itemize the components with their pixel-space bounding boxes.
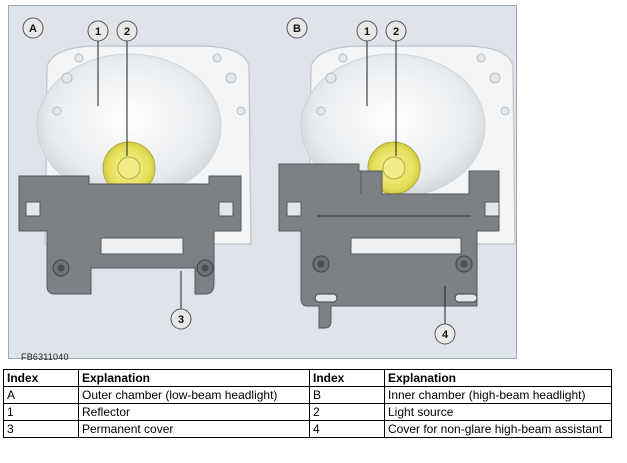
table-cell: 4 bbox=[309, 420, 385, 438]
headlight-illustration: A 1 2 3 bbox=[18, 17, 516, 345]
table-cell: Light source bbox=[384, 403, 612, 421]
panel-a: A 1 2 3 bbox=[18, 17, 252, 330]
table-cell: Permanent cover bbox=[78, 420, 310, 438]
table-cell: B bbox=[309, 386, 385, 404]
table-row: 3 Permanent cover 4 Cover for non-glare … bbox=[3, 420, 612, 438]
callout-3: 3 bbox=[170, 308, 192, 330]
svg-text:2: 2 bbox=[124, 26, 130, 38]
panel-b: B 1 2 4 bbox=[278, 17, 516, 345]
header-explanation-2: Explanation bbox=[384, 369, 612, 387]
table-cell: 2 bbox=[309, 403, 385, 421]
svg-text:2: 2 bbox=[393, 26, 399, 38]
permanent-cover bbox=[18, 175, 242, 295]
table-cell: 1 bbox=[3, 403, 79, 421]
table-cell: 3 bbox=[3, 420, 79, 438]
svg-text:B: B bbox=[293, 23, 301, 35]
callout-4: 4 bbox=[434, 323, 456, 345]
svg-text:4: 4 bbox=[442, 329, 449, 341]
svg-text:3: 3 bbox=[178, 314, 184, 326]
svg-text:1: 1 bbox=[364, 26, 370, 38]
panel-label-a: A bbox=[22, 17, 44, 39]
table-header-row: Index Explanation Index Explanation bbox=[3, 369, 612, 387]
svg-text:1: 1 bbox=[95, 26, 101, 38]
header-explanation-1: Explanation bbox=[78, 369, 310, 387]
figure-code: FB6311040 bbox=[21, 352, 69, 362]
callout-2-a: 2 bbox=[116, 20, 138, 42]
header-index-1: Index bbox=[3, 369, 79, 387]
table-cell: Outer chamber (low-beam headlight) bbox=[78, 386, 310, 404]
table-cell: Reflector bbox=[78, 403, 310, 421]
callout-1-b: 1 bbox=[356, 20, 378, 42]
table-cell: Inner chamber (high-beam headlight) bbox=[384, 386, 612, 404]
svg-text:A: A bbox=[29, 23, 37, 35]
callout-2-b: 2 bbox=[385, 20, 407, 42]
panel-label-b: B bbox=[286, 17, 308, 39]
callout-1-a: 1 bbox=[87, 20, 109, 42]
header-index-2: Index bbox=[309, 369, 385, 387]
legend-table: Index Explanation Index Explanation A Ou… bbox=[3, 369, 612, 438]
table-cell: A bbox=[3, 386, 79, 404]
table-cell: Cover for non-glare high-beam assistant bbox=[384, 420, 612, 438]
table-row: 1 Reflector 2 Light source bbox=[3, 403, 612, 421]
table-row: A Outer chamber (low-beam headlight) B I… bbox=[3, 386, 612, 404]
figure-frame: A 1 2 3 bbox=[8, 5, 517, 362]
